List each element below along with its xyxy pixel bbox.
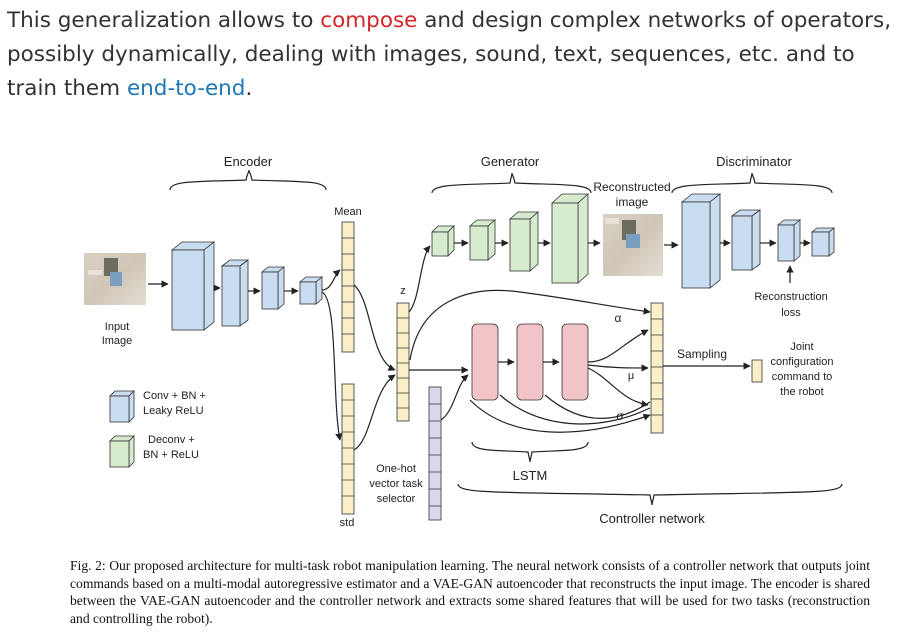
discriminator-label: Discriminator: [716, 154, 793, 169]
discriminator-block-3: [776, 219, 802, 262]
lstm-label: LSTM: [513, 468, 548, 483]
legend-conv-swatch: [109, 390, 135, 423]
reconstructed-label-2: image: [616, 195, 649, 209]
generator-block-2: [468, 219, 497, 261]
mean-label: Mean: [334, 206, 362, 218]
input-label-2: Image: [102, 335, 133, 347]
encoder-block-4: [298, 276, 324, 305]
controller-brace: [457, 483, 843, 506]
sampling-label: Sampling: [677, 347, 727, 361]
lstm-skip-top: [409, 289, 651, 361]
alpha-label: α: [615, 311, 622, 325]
joint-label-3: command to: [772, 371, 833, 383]
joint-label-1: Joint: [790, 341, 813, 353]
compose-link[interactable]: compose: [320, 8, 418, 33]
legend-conv-label-2: Leaky ReLU: [143, 405, 204, 417]
encoder-brace: [169, 169, 327, 191]
lstm-brace: [471, 441, 589, 463]
intro-text-3: .: [245, 76, 253, 101]
generator-block-3: [508, 211, 540, 272]
std-vector: [341, 383, 355, 515]
encoder-block-1: [170, 241, 216, 331]
mu-label: μ: [628, 370, 634, 382]
onehot-label-1: One-hot: [376, 463, 416, 475]
mean-vector: [341, 221, 355, 353]
lstm-skip-bottom: [469, 399, 651, 433]
reconstructed-label-1: Reconstructed: [593, 180, 670, 194]
discriminator-block-1: [680, 193, 722, 289]
recon-loss-label-1: Reconstruction: [754, 291, 827, 303]
onehot-vector: [428, 386, 442, 521]
lstm-cell-2: [516, 323, 544, 401]
discriminator-brace: [671, 172, 833, 194]
legend-deconv-swatch: [109, 435, 135, 468]
generator-brace: [431, 172, 592, 194]
intro-text-1: This generalization allows to: [7, 8, 321, 33]
encoder-block-3: [260, 266, 286, 310]
z-label: z: [400, 285, 406, 297]
legend-conv-label-1: Conv + BN +: [143, 390, 206, 402]
legend-deconv-label-1: Deconv +: [148, 434, 195, 446]
encoder-block-2: [220, 259, 250, 327]
lstm-cell-3: [561, 323, 589, 401]
onehot-label-2: vector task: [369, 478, 423, 490]
intro-text-2: and design complex networks of operators…: [7, 8, 892, 101]
reconstructed-image: [603, 214, 663, 276]
intro-paragraph: This generalization allows to compose an…: [7, 4, 907, 106]
discriminator-block-4: [810, 227, 836, 257]
discriminator-block-2: [730, 209, 762, 271]
end-to-end-link[interactable]: end-to-end: [126, 76, 246, 101]
std-label: std: [340, 517, 355, 529]
encoder-label: Encoder: [224, 154, 273, 169]
controller-label: Controller network: [599, 511, 705, 526]
legend-deconv-label-2: BN + ReLU: [143, 449, 199, 461]
mixture-params-vector: [650, 302, 664, 434]
input-image: [84, 253, 146, 305]
z-vector: [396, 302, 410, 422]
generator-block-4: [550, 193, 590, 284]
sigma-label: σ: [616, 409, 624, 423]
joint-label-2: configuration: [771, 356, 834, 368]
generator-block-1: [431, 225, 455, 257]
onehot-label-3: selector: [377, 493, 416, 505]
input-label-1: Input: [105, 321, 129, 333]
lstm-cell-1: [471, 323, 499, 401]
recon-loss-label-2: loss: [781, 307, 801, 319]
generator-label: Generator: [481, 154, 540, 169]
figure-caption: Fig. 2: Our proposed architecture for mu…: [70, 558, 870, 626]
joint-output-vector: [751, 359, 763, 383]
joint-label-4: the robot: [780, 386, 823, 398]
